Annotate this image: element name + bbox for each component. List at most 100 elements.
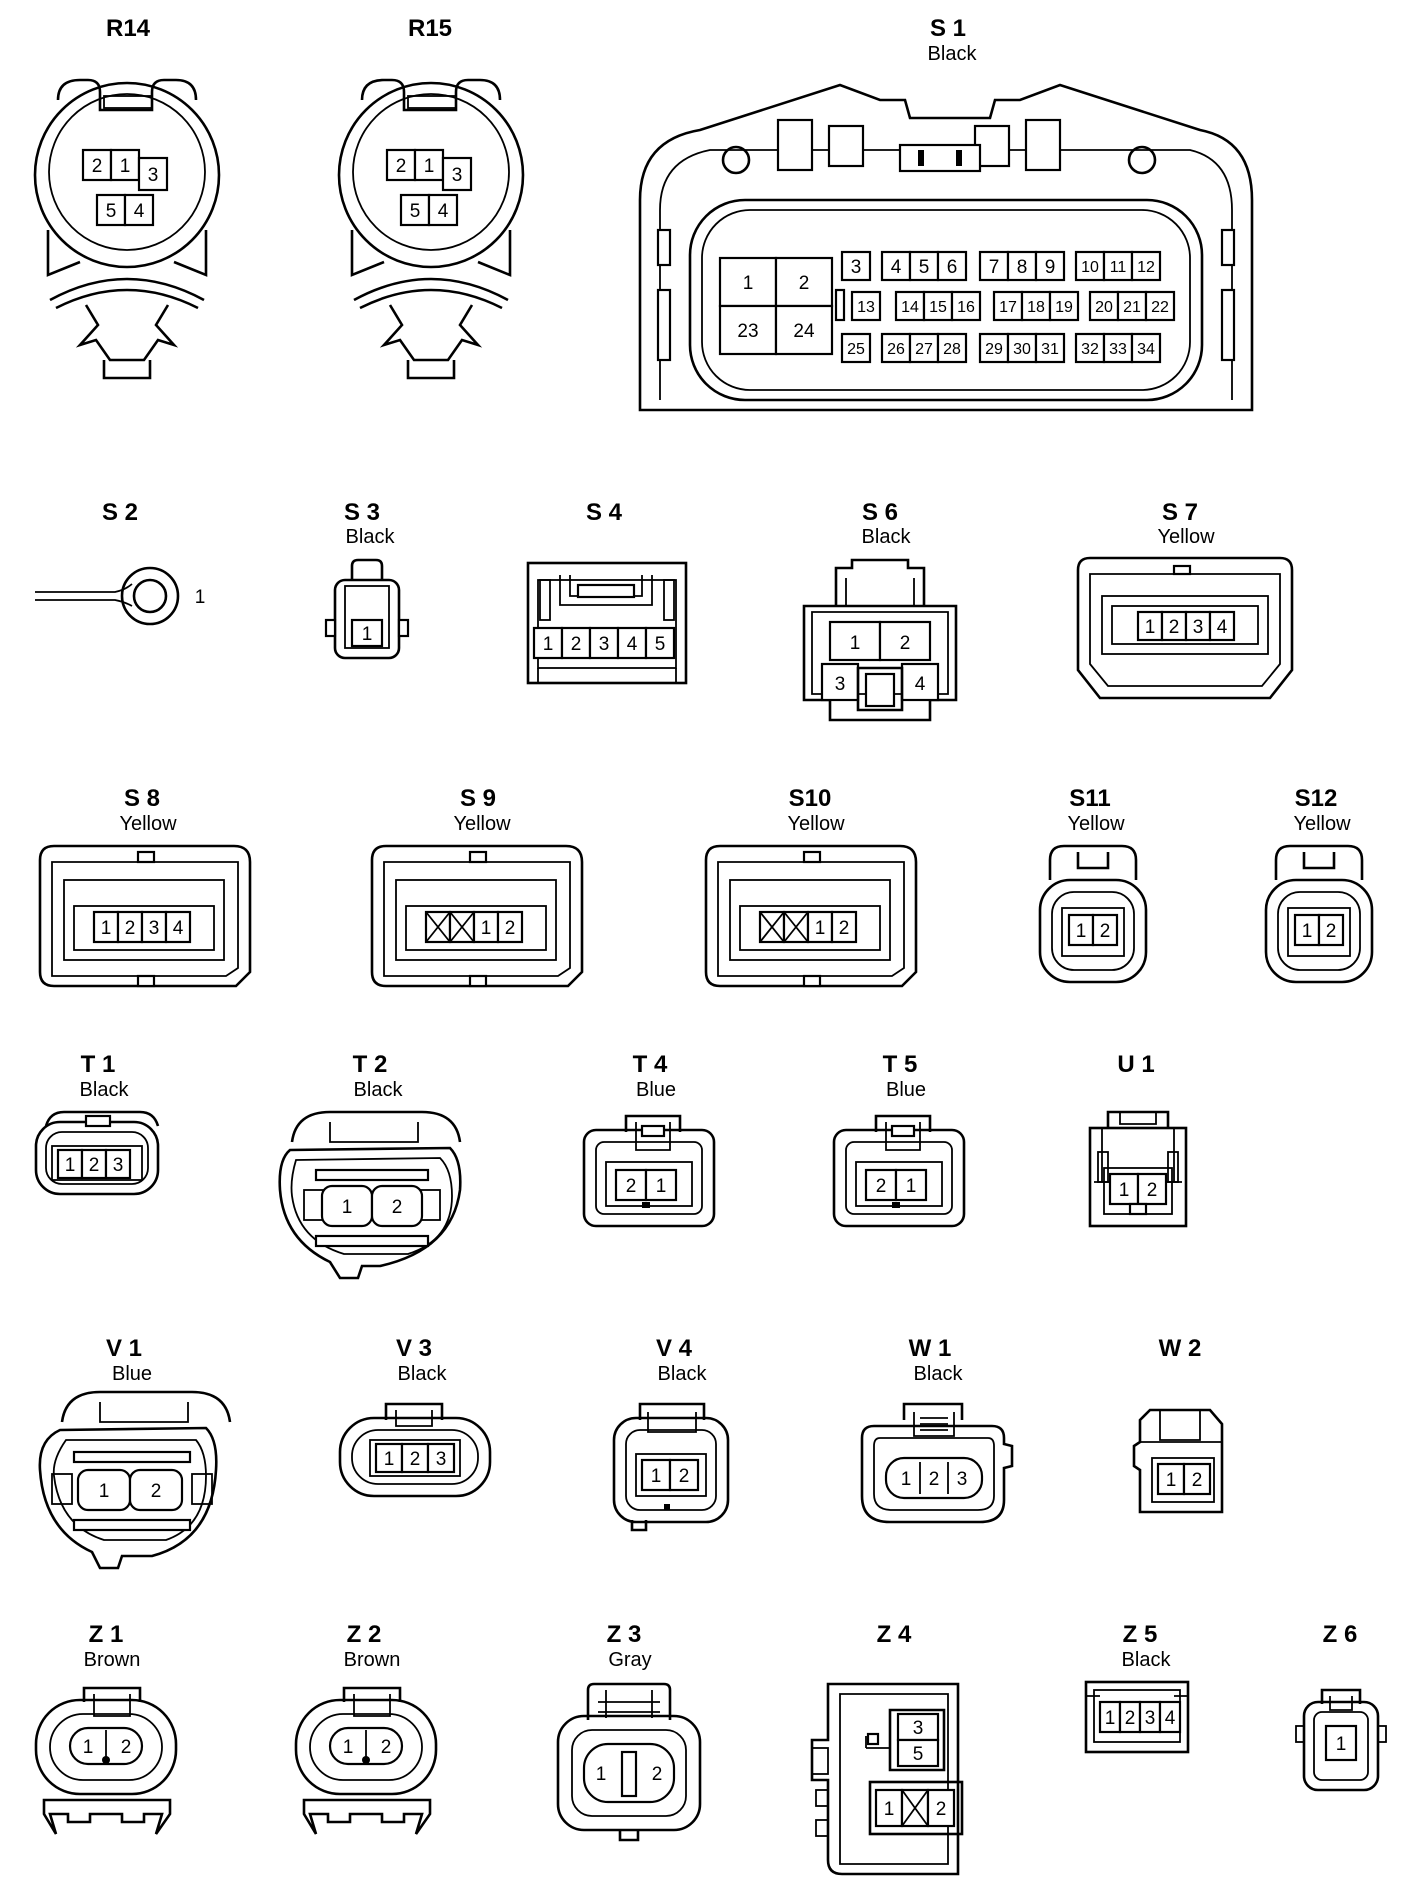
connector-color: Yellow xyxy=(1293,813,1351,835)
pin-label: 4 xyxy=(438,201,449,222)
connector-code: Z 4 xyxy=(877,1621,912,1648)
pin-label: 2 xyxy=(89,1155,100,1176)
connector-u1: U 1 1 2 xyxy=(1088,1051,1188,1228)
pin-label: 2 xyxy=(900,633,911,654)
pin-label: 4 xyxy=(891,257,902,278)
connector-code: V 4 xyxy=(656,1335,693,1362)
pin-label: 4 xyxy=(627,634,638,655)
connector-v1: V 1 Blue 1 2 xyxy=(38,1335,232,1570)
connector-code: S 1 xyxy=(930,15,966,42)
connector-code: S 2 xyxy=(102,499,138,526)
pin-label: 2 xyxy=(929,1469,940,1490)
connector-s6: S 6 Black 1 2 3 4 xyxy=(802,499,958,722)
pin-label: 4 xyxy=(134,201,145,222)
pin-label: 20 xyxy=(1095,299,1113,316)
pin-label: 1 xyxy=(656,1176,667,1197)
pin-label: 2 xyxy=(839,918,850,939)
connector-s1: S 1 Black 1 2 23 24 xyxy=(638,15,1254,412)
connector-t4: T 4 Blue 2 1 xyxy=(582,1051,716,1228)
connector-color: Black xyxy=(398,1363,448,1385)
connector-v3: V 3 Black 1 2 3 xyxy=(338,1335,492,1498)
pin-label: 23 xyxy=(737,321,758,342)
pin-label: 2 xyxy=(392,1197,403,1218)
pin-label: 2 xyxy=(799,273,810,294)
connector-color: Black xyxy=(346,526,396,548)
connector-s11: S11 Yellow 1 2 xyxy=(1038,785,1148,984)
pin-label: 9 xyxy=(1045,257,1056,278)
pin-label: 2 xyxy=(505,918,516,939)
pin-label: 3 xyxy=(436,1449,447,1470)
pin-label: 4 xyxy=(915,674,926,695)
connector-color: Black xyxy=(658,1363,708,1385)
connector-w1: W 1 Black 1 2 3 xyxy=(860,1335,1014,1524)
pin-label: 3 xyxy=(1145,1708,1156,1729)
pin-label: 2 xyxy=(1192,1470,1203,1491)
pin-label: 2 xyxy=(125,918,136,939)
connector-code: T 4 xyxy=(633,1051,668,1078)
pin-label: 2 xyxy=(1100,921,1111,942)
pin-label: 2 xyxy=(1169,617,1180,638)
pin-label: 4 xyxy=(1165,1708,1176,1729)
pin-label: 5 xyxy=(106,201,117,222)
connector-code: S12 xyxy=(1295,785,1338,812)
pin-label: 3 xyxy=(851,257,862,278)
connector-code: T 2 xyxy=(353,1051,388,1078)
connector-s8: S 8 Yellow 1 2 3 4 xyxy=(38,785,252,988)
pin-label: 18 xyxy=(1027,299,1045,316)
connector-code: Z 5 xyxy=(1123,1621,1158,1648)
connector-code: U 1 xyxy=(1117,1051,1154,1078)
pin-label: 1 xyxy=(884,1799,895,1820)
pin-label: 2 xyxy=(936,1799,947,1820)
pin-label: 1 xyxy=(850,633,861,654)
connector-code: S10 xyxy=(789,785,832,812)
connector-s7: S 7 Yellow 1 2 3 4 xyxy=(1076,499,1294,700)
pin-label: 2 xyxy=(92,156,103,177)
pin-label: 2 xyxy=(571,634,582,655)
connector-code: Z 3 xyxy=(607,1621,642,1648)
pin-label: 8 xyxy=(1017,257,1028,278)
pin-label: 1 xyxy=(120,156,131,177)
pin-label: 32 xyxy=(1081,341,1099,358)
pin-label: 31 xyxy=(1041,341,1059,358)
pin-label: 3 xyxy=(452,165,463,186)
pin-label: 5 xyxy=(655,634,666,655)
pin-label: 27 xyxy=(915,341,933,358)
pin-label: 10 xyxy=(1081,259,1099,276)
pin-label: 15 xyxy=(929,299,947,316)
pin-label: 2 xyxy=(1125,1708,1136,1729)
connector-v4: V 4 Black 1 2 xyxy=(612,1335,730,1532)
pin-label: 3 xyxy=(599,634,610,655)
connector-z3: Z 3 Gray 1 2 xyxy=(556,1621,702,1842)
pin-label: 2 xyxy=(410,1449,421,1470)
pin-label: 1 xyxy=(362,624,373,645)
pin-label: 4 xyxy=(173,918,184,939)
connector-code: S11 xyxy=(1069,785,1110,812)
connector-z5: Z 5 Black 1 2 3 4 xyxy=(1084,1621,1190,1754)
pin-label: 29 xyxy=(985,341,1003,358)
connector-r15: R15 2 1 3 5 4 xyxy=(337,15,525,380)
connector-color: Yellow xyxy=(787,813,845,835)
connector-color: Yellow xyxy=(1067,813,1125,835)
pin-label: 2 xyxy=(679,1466,690,1487)
connector-z1: Z 1 Brown 1 2 xyxy=(34,1621,178,1835)
pin-label: 16 xyxy=(957,299,975,316)
pin-label: 1 xyxy=(99,1481,110,1502)
pin-label: 7 xyxy=(989,257,1000,278)
connector-code: T 5 xyxy=(883,1051,918,1078)
connector-code: S 9 xyxy=(460,785,496,812)
connector-code: T 1 xyxy=(81,1051,116,1078)
pin-label: 1 xyxy=(424,156,435,177)
connector-color: Black xyxy=(80,1079,130,1101)
pin-label: 28 xyxy=(943,341,961,358)
pin-label: 1 xyxy=(596,1764,607,1785)
pin-label: 1 xyxy=(343,1737,354,1758)
connector-color: Blue xyxy=(112,1363,152,1385)
pin-label: 2 xyxy=(381,1737,392,1758)
pin-label: 1 xyxy=(543,634,554,655)
pin-label: 3 xyxy=(149,918,160,939)
connector-s9: S 9 Yellow 1 2 xyxy=(370,785,584,988)
connector-color: Blue xyxy=(636,1079,676,1101)
pin-label: 4 xyxy=(1217,617,1228,638)
pin-label: 2 xyxy=(151,1481,162,1502)
connector-s10: S10 Yellow 1 2 xyxy=(704,785,918,988)
